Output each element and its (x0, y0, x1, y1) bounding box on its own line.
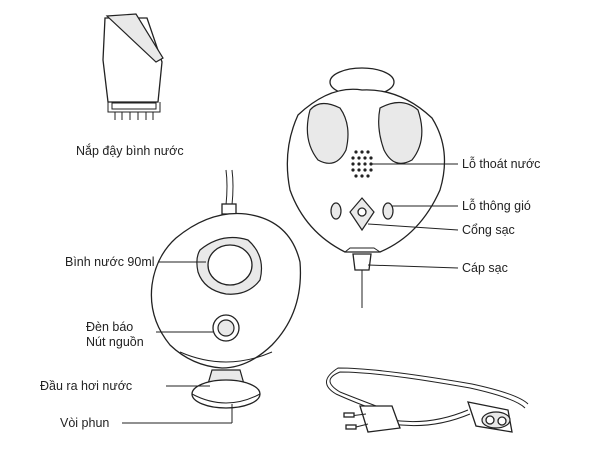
water-tank-cap (102, 13, 164, 120)
drain-holes (351, 150, 373, 178)
charging-port (349, 197, 375, 232)
drain-holes-label: Lỗ thoát nước (462, 156, 540, 171)
nozzle-label: Vòi phun (60, 416, 109, 430)
steam-outlet-label: Đầu ra hơi nước (40, 379, 132, 393)
power-button (212, 314, 240, 342)
ac-plug (343, 405, 401, 433)
vent-right (382, 202, 394, 220)
indicator-light-label: Đèn báo (86, 320, 133, 334)
vent-left (330, 202, 342, 220)
vent-label: Lỗ thông gió (462, 198, 531, 213)
charging-port-label: Cổng sạc (462, 223, 515, 237)
front-view (150, 169, 302, 409)
back-view (286, 67, 446, 308)
nozzle (191, 369, 261, 409)
charging-cable-label: Cáp sạc (462, 261, 508, 275)
power-cable (326, 367, 529, 433)
figure8-connector (467, 401, 513, 433)
water-tank-label: Bình nước 90ml (65, 255, 155, 269)
power-button-label: Nút nguồn (86, 335, 144, 349)
charging-cable-plug (352, 253, 372, 308)
cap-label: Nắp đậy bình nước (76, 143, 184, 158)
